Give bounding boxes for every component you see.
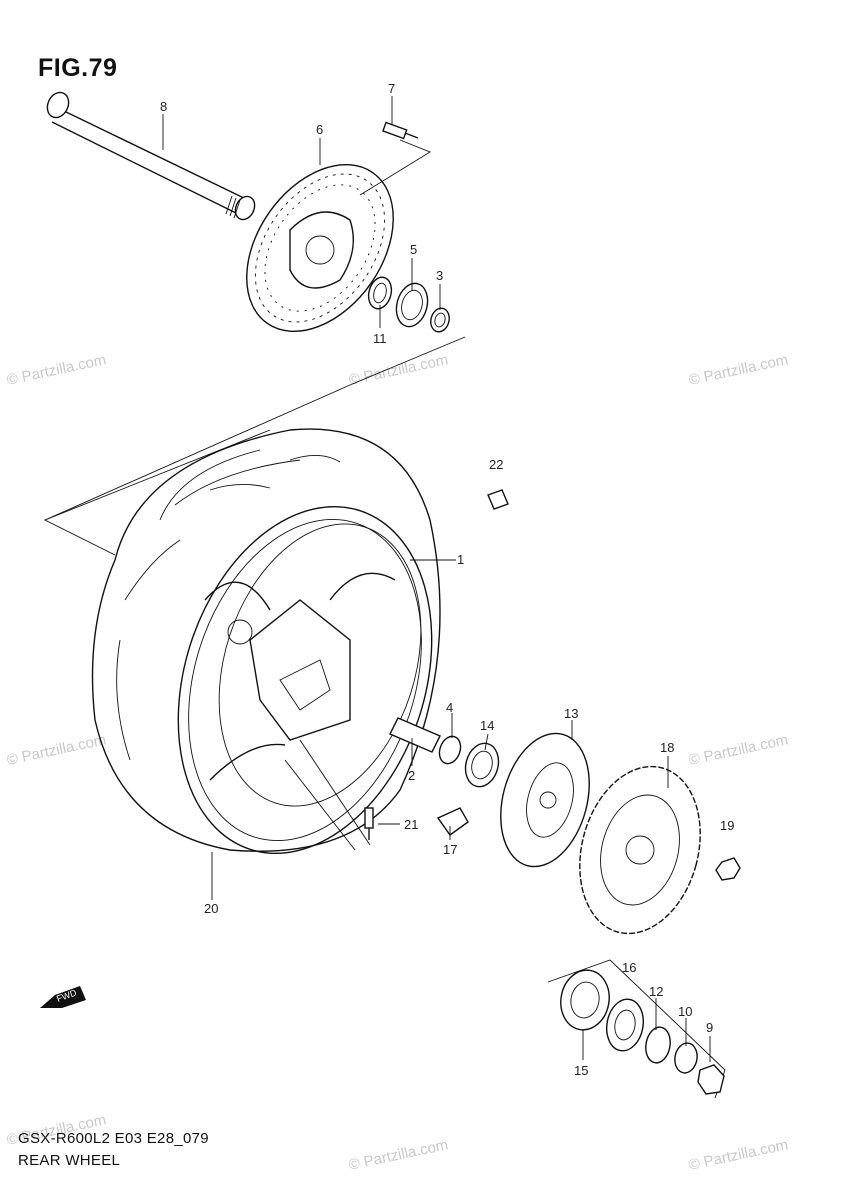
disc-bolt-part xyxy=(382,121,419,140)
diagram-code: GSX-R600L2 E03 E28_079 xyxy=(18,1130,209,1147)
callout-22: 22 xyxy=(489,457,503,472)
callout-10: 10 xyxy=(678,1004,692,1019)
callout-14: 14 xyxy=(480,718,494,733)
watermarks: © Partzilla.com © Partzilla.com © Partzi… xyxy=(5,351,789,1174)
callout-6: 6 xyxy=(316,122,323,137)
watermark-text: © Partzilla.com xyxy=(5,351,107,389)
rear-sprocket-part xyxy=(579,765,701,935)
figure-title: FIG.79 xyxy=(38,54,118,82)
watermark-text: © Partzilla.com xyxy=(687,731,789,769)
callout-7: 7 xyxy=(388,81,395,96)
callout-19: 19 xyxy=(720,818,734,833)
sprocket-drum-part xyxy=(500,732,590,868)
lower-bearing-set xyxy=(560,969,725,1095)
watermark-text: © Partzilla.com xyxy=(687,351,789,389)
hub-spacer-set xyxy=(389,717,500,836)
callout-16: 16 xyxy=(622,960,636,975)
watermark-text: © Partzilla.com xyxy=(347,351,449,389)
diagram-name: REAR WHEEL xyxy=(18,1152,121,1169)
forward-direction-arrow: FWD xyxy=(40,986,86,1008)
callout-4: 4 xyxy=(446,700,453,715)
callout-15: 15 xyxy=(574,1063,588,1078)
sprocket-nut-part xyxy=(715,857,741,881)
callout-21: 21 xyxy=(404,817,418,832)
callout-2: 2 xyxy=(408,768,415,783)
callout-11: 11 xyxy=(373,331,387,346)
watermark-text: © Partzilla.com xyxy=(5,731,107,769)
upper-seal-set xyxy=(367,276,450,333)
rear-wheel-assembly xyxy=(91,428,441,855)
callout-17: 17 xyxy=(443,842,457,857)
callout-numbers: 1 2 3 4 5 6 7 8 9 10 11 12 13 14 15 16 1… xyxy=(160,81,734,1078)
callout-8: 8 xyxy=(160,99,167,114)
rear-axle-part xyxy=(46,91,256,221)
watermark-text: © Partzilla.com xyxy=(347,1136,449,1174)
callout-3: 3 xyxy=(436,268,443,283)
callout-leaders xyxy=(162,96,711,1062)
callout-18: 18 xyxy=(660,740,674,755)
brake-disc-part xyxy=(246,163,394,333)
callout-5: 5 xyxy=(410,242,417,257)
callout-9: 9 xyxy=(706,1020,713,1035)
valve-and-cap xyxy=(364,489,509,840)
callout-1: 1 xyxy=(457,552,464,567)
watermark-text: © Partzilla.com xyxy=(687,1136,789,1174)
callout-12: 12 xyxy=(649,984,663,999)
callout-20: 20 xyxy=(204,901,218,916)
callout-13: 13 xyxy=(564,706,578,721)
